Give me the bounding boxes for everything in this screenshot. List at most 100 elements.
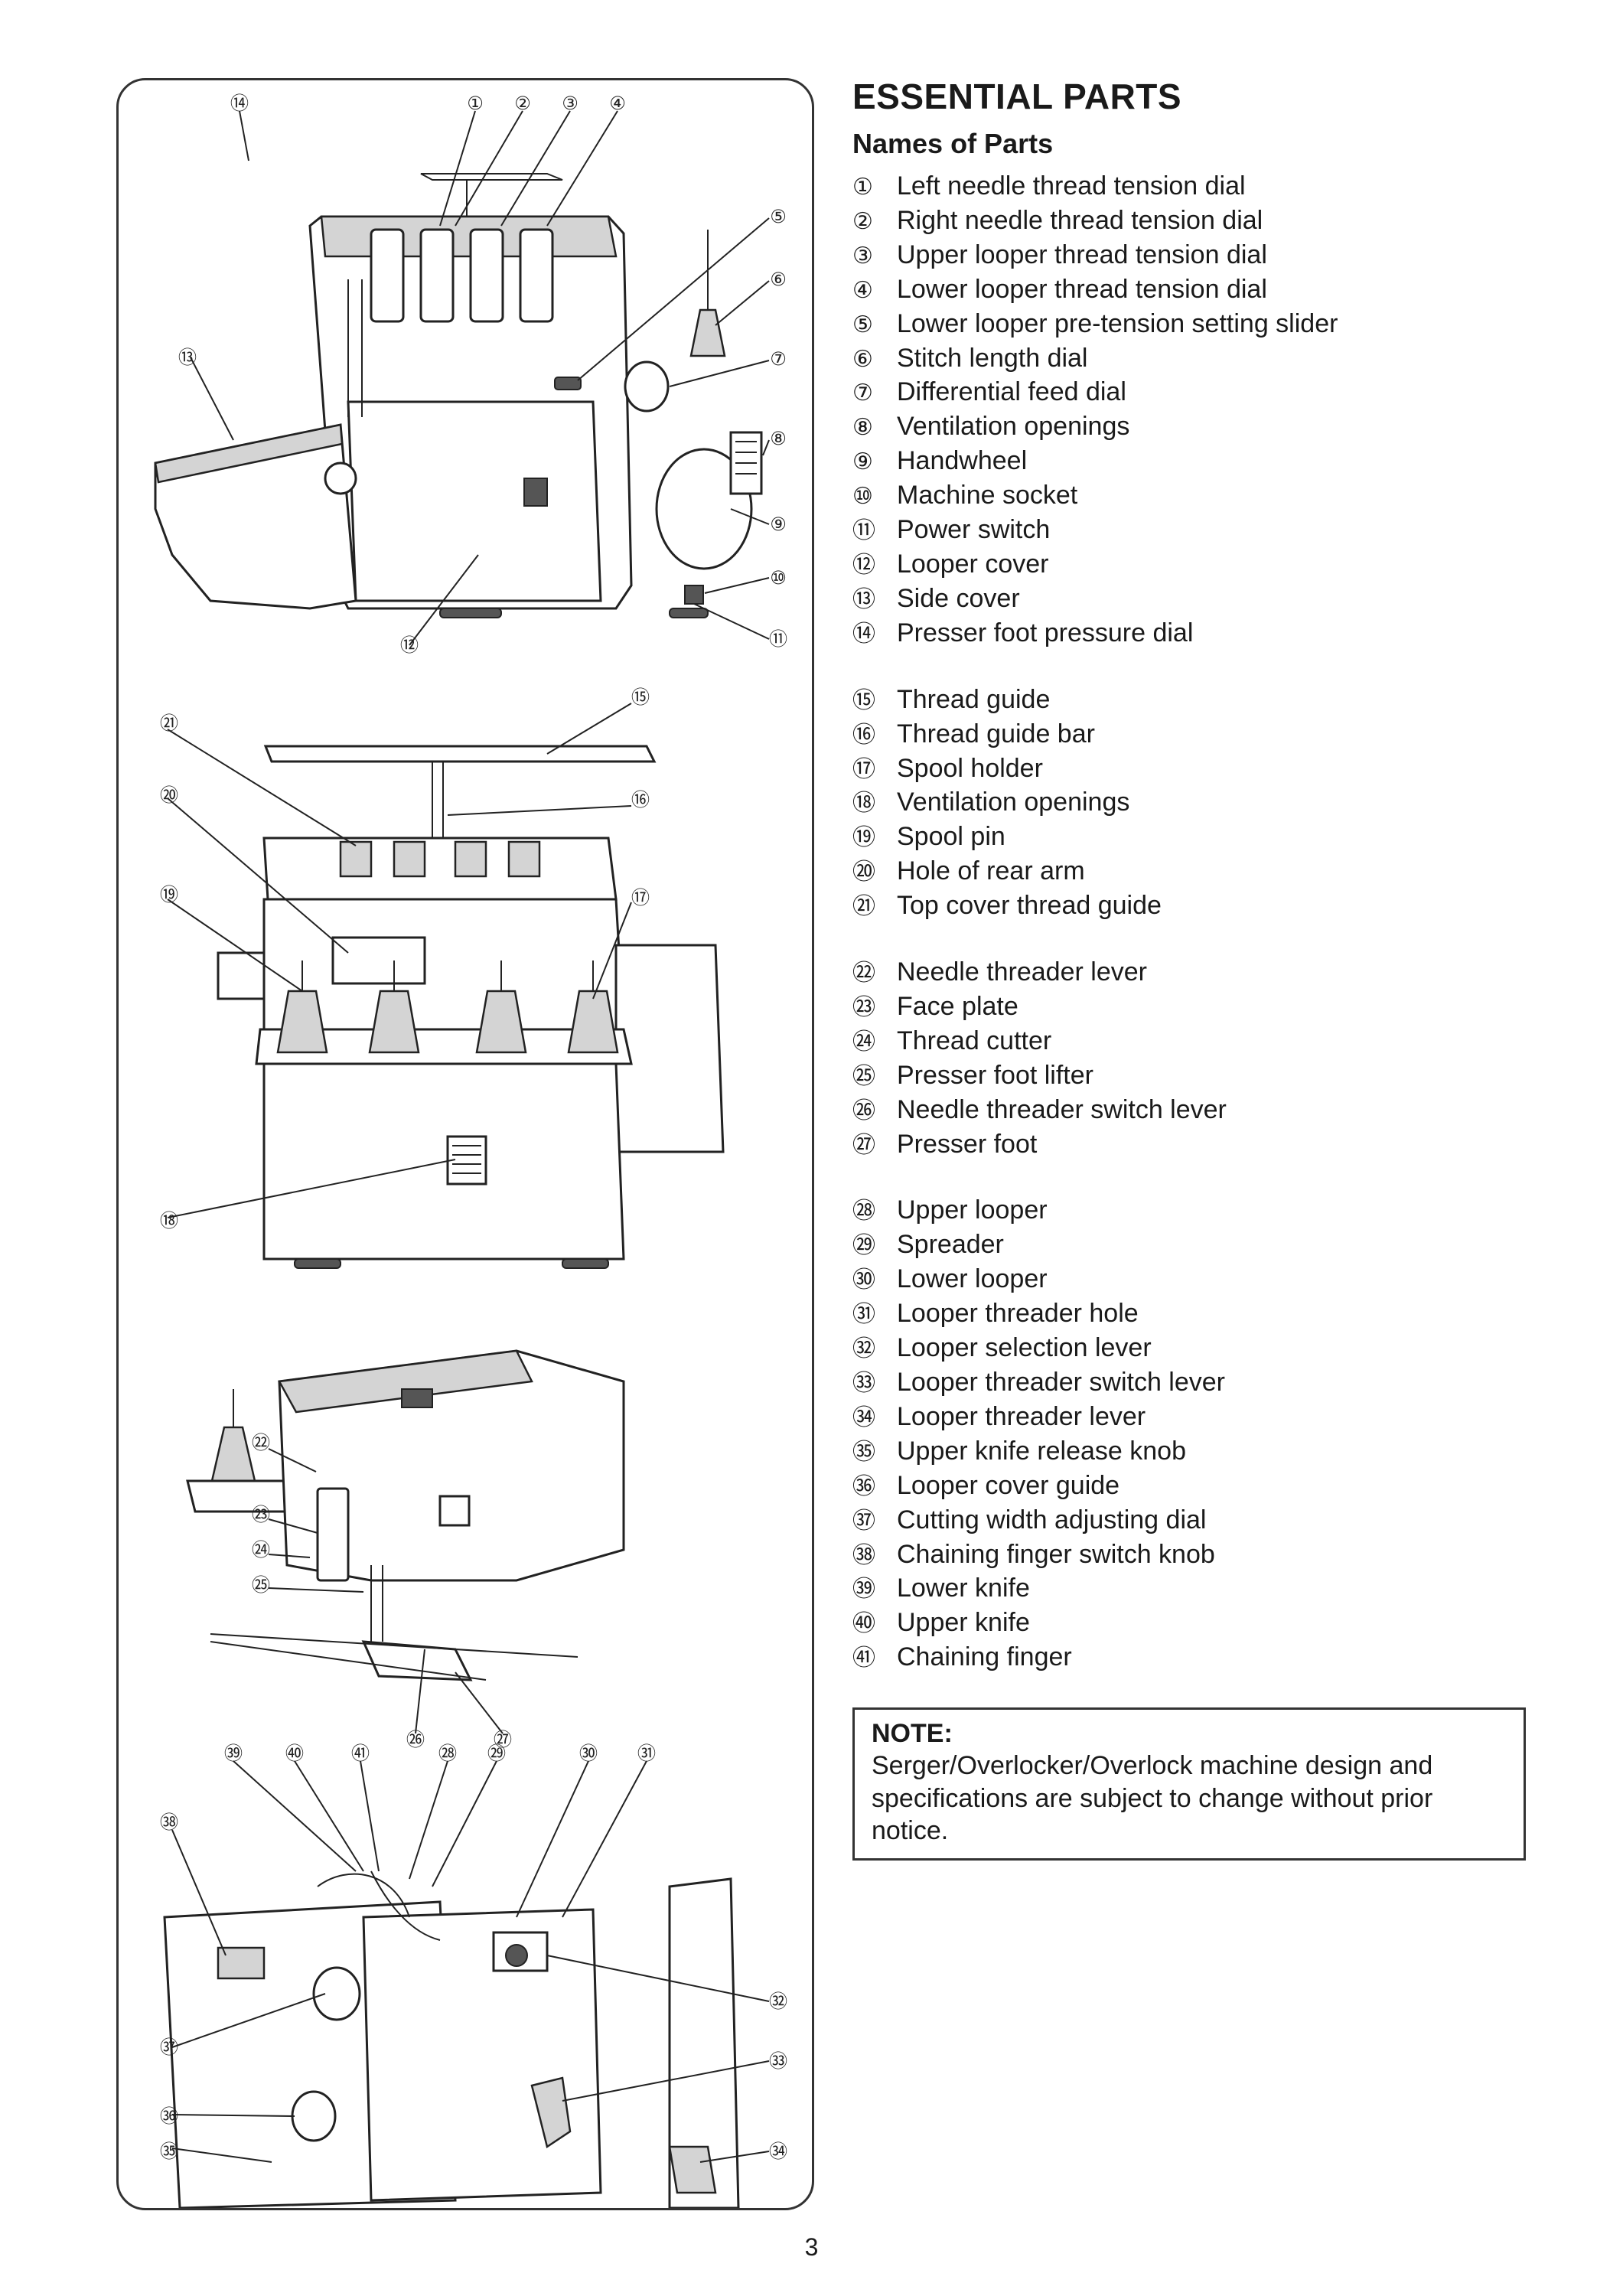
part-number: ㉜ [852,1336,875,1363]
part-number: ㊴ [852,1576,875,1603]
part-number: ㉒ [852,960,875,987]
callout-labels: ⑭ ① ② ③ ④ ⑤ ⑥ ⑦ ⑧ ⑨ ⑩ ⑪ ⑬ ⑫ ⑮ ⑯ ⑰ ㉑ ⑳ ⑲ … [160,93,787,2162]
part-item: ⑩ Machine socket [852,479,1564,514]
part-name: Ventilation openings [897,412,1130,442]
part-number: ⑥ [852,345,873,373]
callout-2: ② [514,93,531,114]
figure-looper-area [163,1870,740,2208]
callout-23: ㉓ [252,1504,270,1525]
machine-illustrations: ⑭ ① ② ③ ④ ⑤ ⑥ ⑦ ⑧ ⑨ ⑩ ⑪ ⑬ ⑫ ⑮ ⑯ ⑰ ㉑ ⑳ ⑲ … [154,93,787,2208]
part-number: ㉘ [852,1198,875,1225]
part-number: ㉞ [852,1404,875,1431]
figure-rear-view [217,745,725,1269]
part-name: Looper threader lever [897,1401,1146,1431]
part-number: ㉛ [852,1301,875,1329]
part-number: ⑮ [852,687,875,714]
callout-11: ⑪ [769,628,787,650]
part-item: ㉔ Thread cutter [852,1025,1564,1059]
callout-37: ㊲ [160,2037,178,2058]
part-name: Upper knife release knob [897,1436,1187,1466]
callout-32: ㉜ [769,1991,787,2012]
part-name: Chaining finger switch knob [897,1539,1215,1569]
part-name: Thread cutter [897,1026,1052,1055]
callout-41: ㊶ [351,1743,370,1764]
part-name: Lower looper pre-tension setting slider [897,308,1338,338]
callout-10: ⑩ [770,567,787,589]
leaders-figure-2 [167,703,632,1218]
part-name: Handwheel [897,446,1028,476]
page-title: ESSENTIAL PARTS [852,77,1182,116]
part-number: ⑬ [852,585,875,613]
part-number: ㉝ [852,1370,875,1397]
part-number: ㉟ [852,1438,875,1466]
callout-22: ㉒ [252,1432,270,1453]
callout-26: ㉖ [406,1729,425,1750]
part-number: ⑯ [852,721,875,748]
callout-39: ㊴ [224,1743,243,1764]
callout-25: ㉕ [252,1574,270,1596]
callout-29: ㉙ [487,1743,506,1764]
part-number: ㊱ [852,1473,875,1500]
part-name: Presser foot lifter [897,1060,1093,1090]
part-name: Upper looper thread tension dial [897,240,1267,269]
illustration-panel: ⑭ ① ② ③ ④ ⑤ ⑥ ⑦ ⑧ ⑨ ⑩ ⑪ ⑬ ⑫ ⑮ ⑯ ⑰ ㉑ ⑳ ⑲ … [116,78,814,2210]
part-name: Presser foot [897,1129,1038,1159]
callout-4: ④ [609,93,626,114]
callout-18: ⑱ [160,1210,178,1231]
note-title: NOTE: [872,1719,953,1749]
part-name: Face plate [897,991,1018,1021]
callout-34: ㉞ [769,2141,787,2162]
part-number: ㉑ [852,893,875,921]
part-name: Machine socket [897,481,1078,510]
callout-5: ⑤ [770,206,787,227]
part-name: Chaining finger [897,1642,1072,1672]
part-number: ⑨ [852,448,873,476]
page-number: 3 [804,2233,819,2261]
callout-12: ⑫ [400,634,419,656]
callout-7: ⑦ [770,348,787,370]
part-name: Presser foot pressure dial [897,618,1194,647]
part-number: ㉔ [852,1028,875,1055]
part-number: ㊲ [852,1507,875,1534]
part-name: Lower looper thread tension dial [897,274,1267,304]
part-number: ⑩ [852,483,873,510]
part-number: ⑭ [852,620,875,647]
callout-6: ⑥ [770,269,787,290]
part-item: ㉟ Upper knife release knob [852,1435,1564,1469]
callout-30: ㉚ [579,1743,598,1764]
callout-21: ㉑ [160,713,178,734]
part-item: ⑨ Handwheel [852,445,1564,479]
callout-31: ㉛ [637,1743,656,1764]
callout-27: ㉗ [494,1729,512,1750]
part-item: ㊱ Looper cover guide [852,1469,1564,1504]
part-number: ㉓ [852,993,875,1021]
part-name: Looper cover guide [897,1470,1120,1500]
callout-24: ㉔ [252,1539,270,1561]
callout-35: ㉟ [160,2141,178,2162]
part-number: ⑰ [852,755,875,783]
